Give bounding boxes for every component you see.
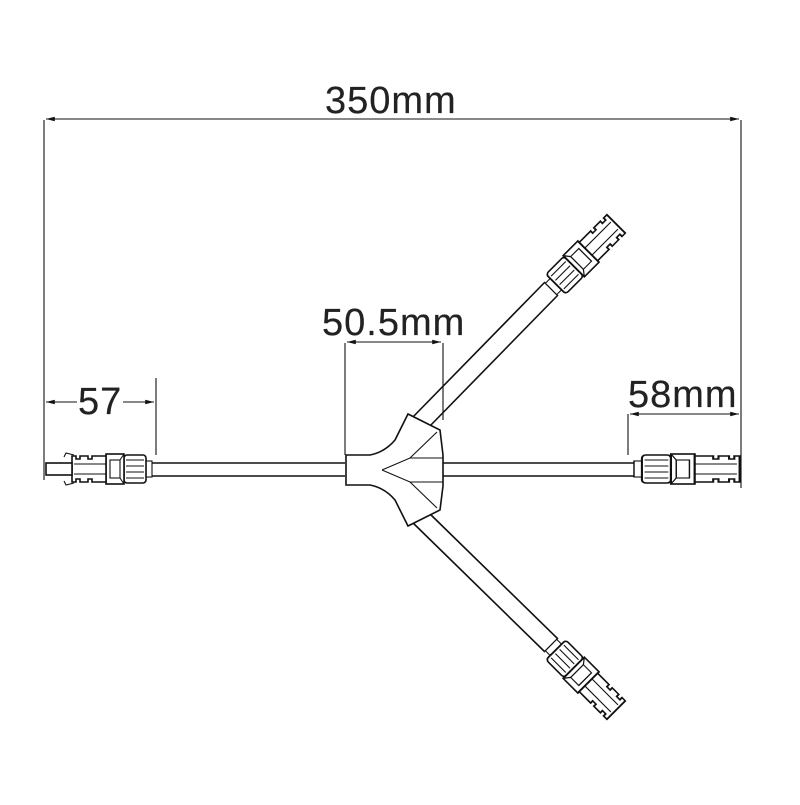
lower-branch-cable — [409, 511, 559, 653]
right-connector-length-label: 58mm — [628, 374, 738, 416]
main-cable — [150, 462, 636, 477]
lower-branch-connector — [539, 633, 628, 722]
right-connector-dimension — [627, 411, 739, 455]
branch-body-dimension — [344, 339, 444, 455]
y-branch-body — [345, 412, 444, 528]
left-connector-dimension — [46, 378, 157, 455]
right-connector — [632, 452, 741, 486]
overall-length-label: 350mm — [325, 80, 457, 122]
upper-branch-connector — [539, 212, 628, 301]
branch-body-width-label: 50.5mm — [322, 302, 466, 344]
overall-dimension — [43, 116, 742, 488]
upper-branch-cable — [409, 281, 559, 429]
left-connector-length-label: 57 — [78, 381, 123, 423]
left-connector — [45, 452, 153, 486]
